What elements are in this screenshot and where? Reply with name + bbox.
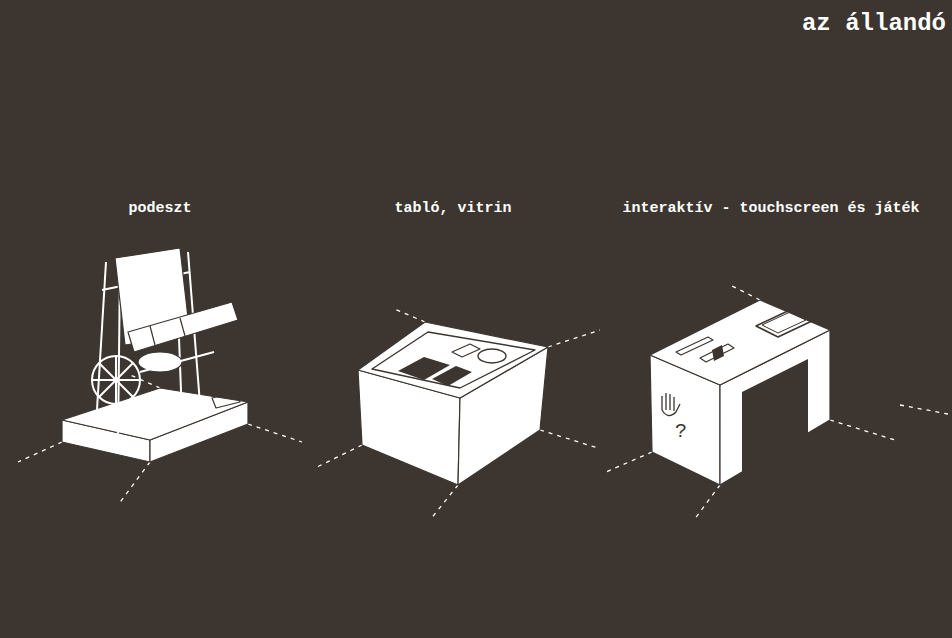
section-caption: interaktív - touchscreen és játék bbox=[622, 200, 919, 218]
page-title: az állandó bbox=[802, 10, 946, 39]
podium-sketch bbox=[62, 248, 248, 462]
interactive-desk-sketch bbox=[650, 300, 830, 485]
vitrine-sketch bbox=[358, 322, 548, 485]
section-caption: podeszt bbox=[128, 200, 191, 218]
question-mark: ? bbox=[675, 420, 687, 444]
section-caption: tabló, vitrin bbox=[394, 200, 511, 218]
